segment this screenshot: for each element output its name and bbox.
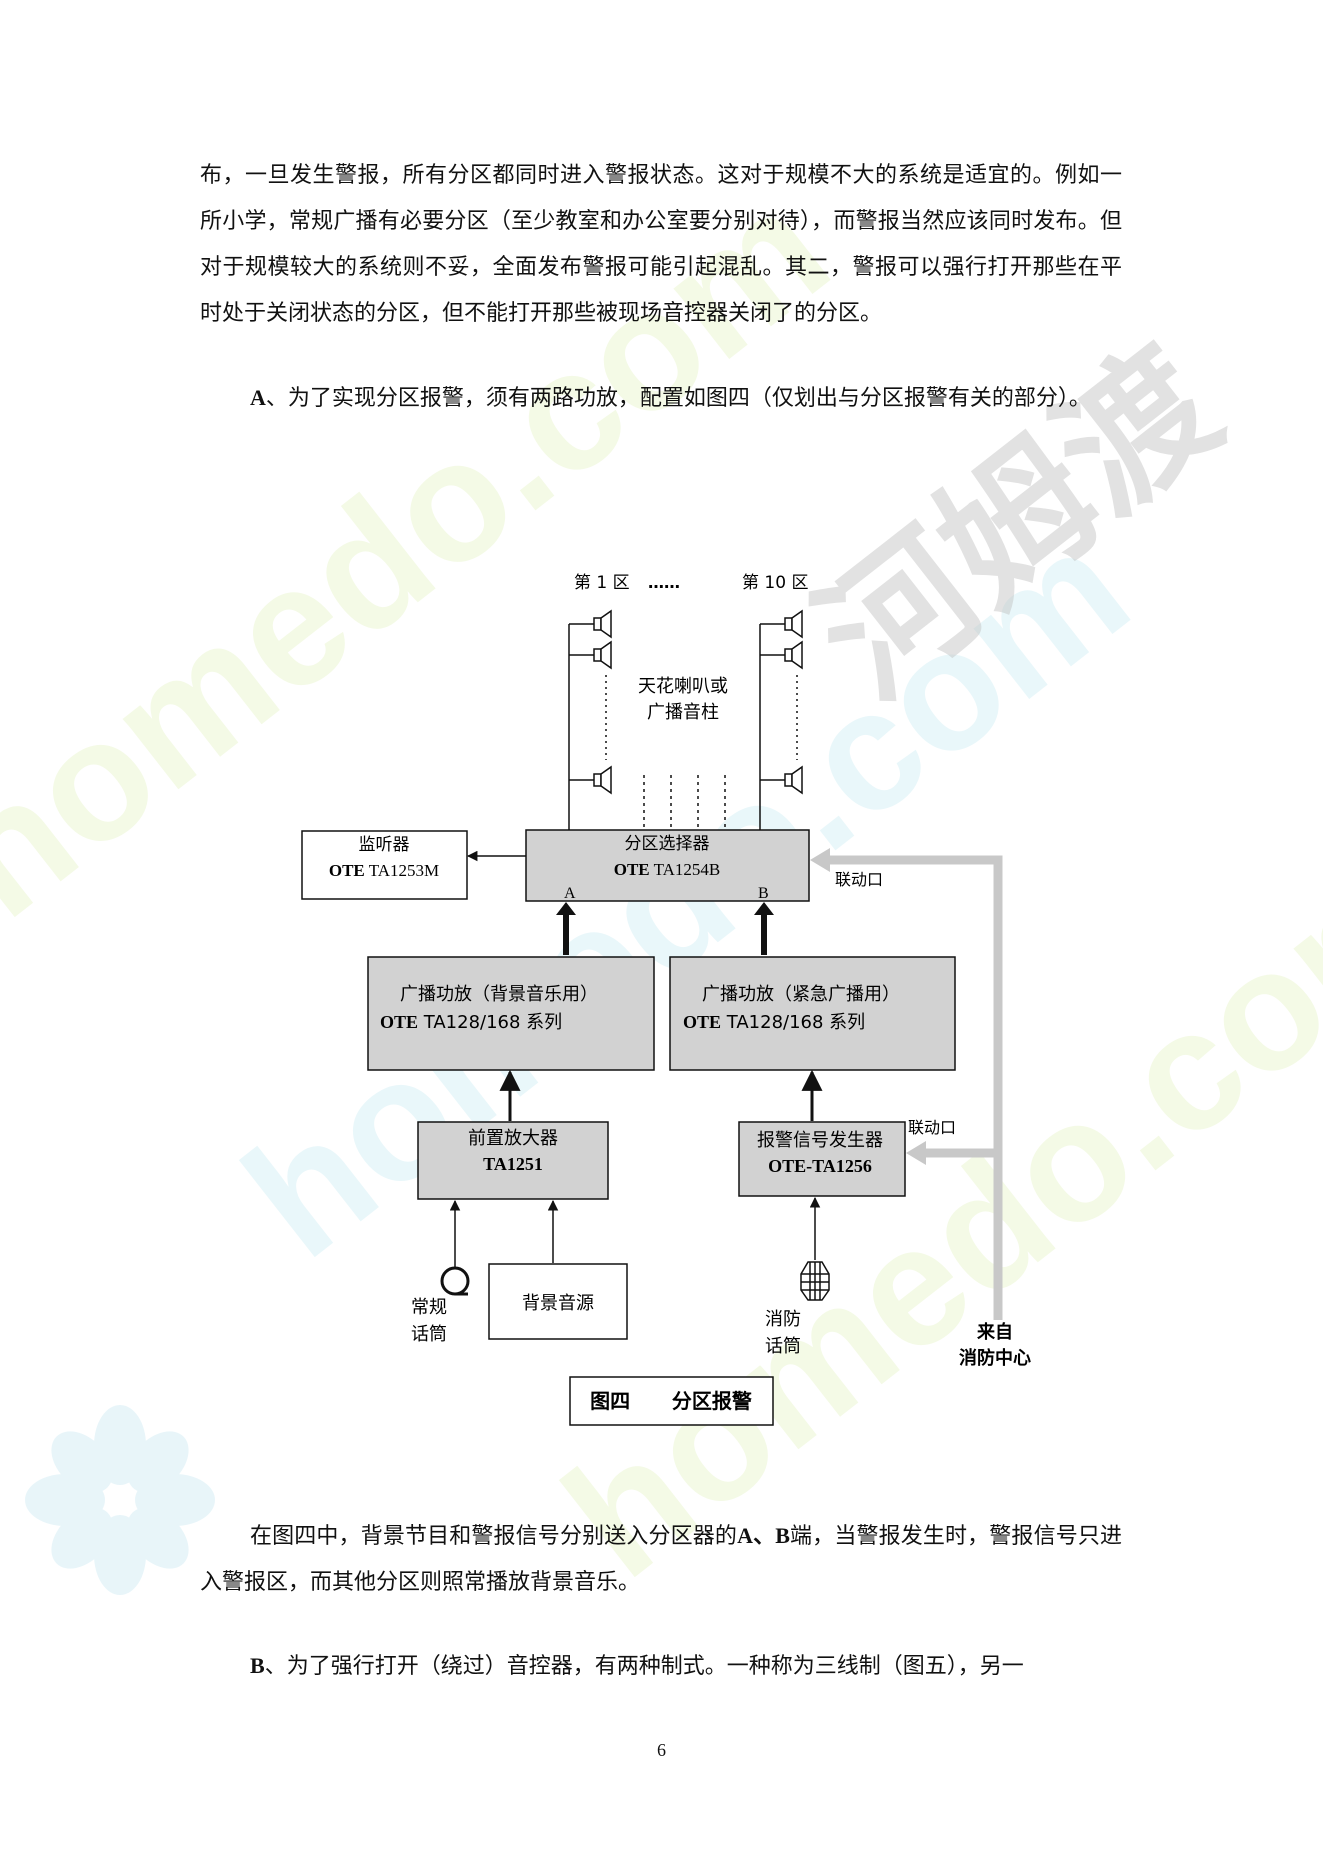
figure-caption: 图四 分区报警 xyxy=(590,1389,752,1413)
paragraph-4-lead: B xyxy=(250,1653,265,1678)
speaker-icon xyxy=(784,617,793,631)
preamp-name: 前置放大器 xyxy=(468,1128,558,1149)
speaker-label-line-2: 广播音柱 xyxy=(647,702,719,723)
zone-selector-name: 分区选择器 xyxy=(625,834,710,854)
speaker-label-line-1: 天花喇叭或 xyxy=(638,676,728,697)
speaker-icon xyxy=(593,648,602,662)
speaker-icon xyxy=(600,765,612,795)
fire-mic-label-2: 话筒 xyxy=(765,1336,801,1357)
amp-emergency-model: TA128/168 系列 xyxy=(726,1012,865,1033)
paragraph-1: 布，一旦发生警报，所有分区都同时进入警报状态。这对于规模不大的系统是适宜的。例如… xyxy=(200,163,1122,326)
zone-last-label: 第 10 区 xyxy=(742,573,808,593)
alarm-generator-box xyxy=(738,1121,906,1197)
zone-selector-model: TA1254B xyxy=(654,860,721,879)
speaker-icon xyxy=(600,640,612,670)
link-port-label-1: 联动口 xyxy=(835,870,883,889)
amp-emergency-brand: OTE xyxy=(683,1012,721,1032)
monitor-name: 监听器 xyxy=(359,835,410,855)
figure-caption-box xyxy=(569,1376,774,1426)
paragraph-2-lead: A xyxy=(250,385,266,410)
watermark-flower-icon xyxy=(25,1405,215,1595)
speaker-icon xyxy=(791,640,803,670)
fire-feed-arrow-alarm xyxy=(906,1141,926,1165)
speaker-icon xyxy=(593,773,602,787)
amp-emergency-model-line: OTE TA128/168 系列 xyxy=(683,1012,865,1033)
monitor-model-line: OTE TA1253M xyxy=(329,861,439,880)
paragraph-4: B、为了强行打开（绕过）音控器，有两种制式。一种称为三线制（图五），另一 xyxy=(200,1643,1122,1690)
speaker-icon xyxy=(600,609,612,639)
amp-emergency-box xyxy=(669,956,956,1071)
port-b-label: B xyxy=(758,885,769,902)
zone-1-speakers xyxy=(569,609,612,795)
port-a-label: A xyxy=(564,885,576,902)
normal-mic-label-1: 常规 xyxy=(411,1297,447,1318)
paragraph-3-part-a: 在图四中，背景节目和警报信号分别送入分区器的 xyxy=(250,1524,738,1549)
preamp-model: TA1251 xyxy=(483,1154,543,1174)
zone-10-speakers xyxy=(760,609,803,795)
alarm-generator-name: 报警信号发生器 xyxy=(757,1130,883,1151)
amp-b-arrow xyxy=(754,902,774,915)
background-source-label: 背景音源 xyxy=(522,1293,594,1314)
amp-a-arrow xyxy=(556,902,576,915)
zone-first-label: 第 1 区 xyxy=(574,573,630,593)
alarm-generator-model: OTE-TA1256 xyxy=(768,1156,872,1176)
fire-center-label-2: 消防中心 xyxy=(959,1347,1031,1369)
speaker-icon xyxy=(791,609,803,639)
speaker-icon xyxy=(593,617,602,631)
fire-center-feed xyxy=(828,855,1003,1320)
paragraph-3-part-b: 端，当警报发生时，警报信号只进入警报区，而其他分区则照常播放背景音乐。 xyxy=(200,1524,1122,1595)
paragraph-3-lead: A、B xyxy=(737,1523,790,1548)
fire-mic-label-1: 消防 xyxy=(765,1309,801,1330)
speaker-icon xyxy=(791,765,803,795)
middle-zone-wires xyxy=(643,775,726,830)
amp-background-model: TA128/168 系列 xyxy=(423,1012,562,1033)
monitor-box xyxy=(301,830,468,900)
fire-center-label-1: 来自 xyxy=(976,1321,1013,1343)
amp-background-brand: OTE xyxy=(380,1012,418,1032)
zone-dots: …… xyxy=(648,573,680,592)
link-port-label-2: 联动口 xyxy=(908,1118,956,1137)
zone-selector-model-line: OTE TA1254B xyxy=(614,860,721,879)
normal-mic-icon xyxy=(440,1266,470,1296)
paragraph-2-body: 、为了实现分区报警，须有两路功放，配置如图四（仅划出与分区报警有关的部分）。 xyxy=(265,386,1091,411)
speaker-icon xyxy=(784,773,793,787)
page-number: 6 xyxy=(657,1740,666,1760)
monitor-brand: OTE xyxy=(329,861,365,880)
fire-feed-arrow-selector xyxy=(810,848,830,872)
amp-emergency-name: 广播功放（紧急广播用） xyxy=(702,984,900,1005)
amp-background-name: 广播功放（背景音乐用） xyxy=(400,984,598,1005)
speaker-icon xyxy=(784,648,793,662)
monitor-model: TA1253M xyxy=(369,861,439,880)
paragraph-3: 在图四中，背景节目和警报信号分别送入分区器的A、B端，当警报发生时，警报信号只进… xyxy=(200,1513,1122,1606)
paragraph-2: A、为了实现分区报警，须有两路功放，配置如图四（仅划出与分区报警有关的部分）。 xyxy=(200,375,1122,422)
normal-mic-label-2: 话筒 xyxy=(411,1324,447,1345)
fire-mic-icon xyxy=(800,1261,830,1301)
zone-selector-box xyxy=(525,829,810,902)
amp-background-model-line: OTE TA128/168 系列 xyxy=(380,1012,562,1033)
background-source-box xyxy=(488,1263,628,1340)
paragraph-4-body: 、为了强行打开（绕过）音控器，有两种制式。一种称为三线制（图五），另一 xyxy=(264,1654,1024,1679)
amp-background-box xyxy=(367,956,655,1071)
preamp-box xyxy=(417,1121,609,1200)
zone-selector-brand: OTE xyxy=(614,860,650,879)
